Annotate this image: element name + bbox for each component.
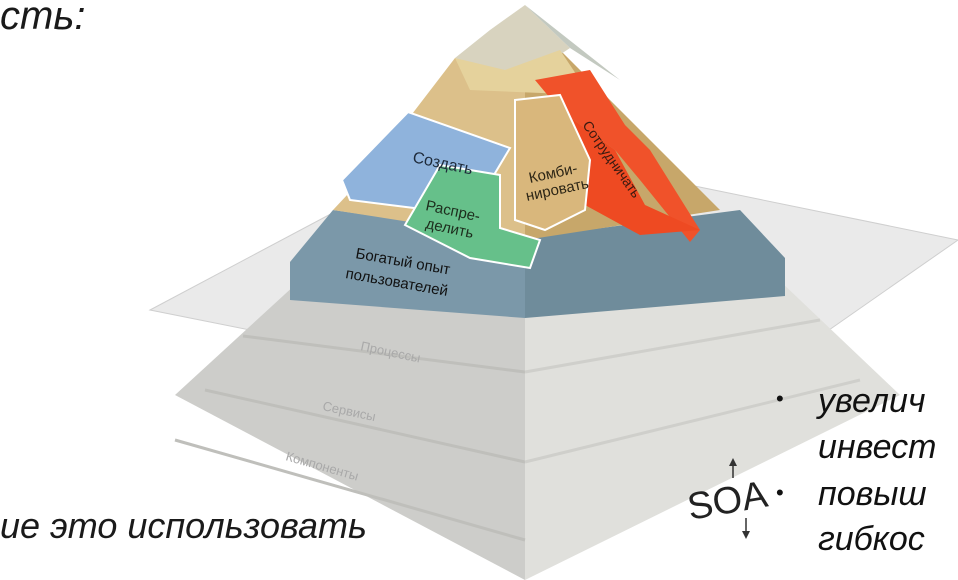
title-fragment: сть:	[0, 0, 86, 38]
right-bullet-1-line-2: инвест	[818, 428, 937, 466]
bullet-marker: •	[776, 480, 784, 505]
tier-divider	[174, 438, 526, 542]
tier-divider	[524, 378, 861, 464]
bullet-marker: •	[776, 386, 784, 411]
soa-arrow-down-head	[742, 531, 750, 539]
right-bullet-2-line-2: гибкос	[818, 520, 925, 558]
collaborate-block	[535, 70, 700, 242]
pyramid-base-left-face	[175, 250, 525, 580]
tier-divider	[204, 388, 526, 464]
bottom-left-text: ие это использовать	[0, 505, 367, 546]
collaborate-block-lower	[560, 110, 700, 235]
distribute-block	[403, 163, 542, 270]
soa-arrow-up-head	[729, 458, 737, 466]
tier-divider	[524, 318, 821, 374]
combine-block	[514, 93, 592, 232]
tier-divider	[242, 334, 526, 374]
apex-right	[525, 5, 620, 80]
ux-layer-right	[525, 210, 785, 318]
right-bullet-1-line-1: увелич	[818, 382, 926, 420]
right-bullet-2-line-1: повыш	[818, 475, 927, 513]
